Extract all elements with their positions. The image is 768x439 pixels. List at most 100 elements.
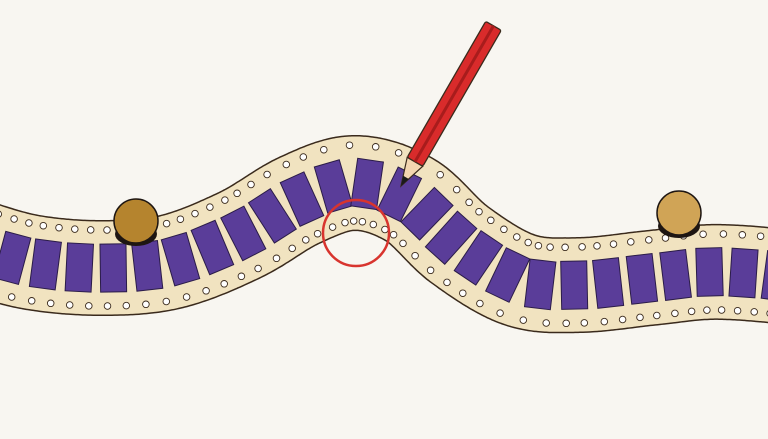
track-hole: [618, 315, 627, 324]
track-hole: [394, 149, 403, 157]
track-sleeper: [728, 247, 759, 299]
track-sleeper: [625, 253, 659, 305]
track-hole: [703, 306, 711, 314]
track-hole: [25, 219, 33, 227]
track-hole: [358, 217, 367, 226]
left-peg[interactable]: [113, 198, 159, 246]
track-hole: [221, 196, 229, 204]
track-hole: [600, 317, 609, 326]
track-hole: [609, 240, 618, 248]
track-sleeper: [190, 219, 235, 276]
track-hole: [176, 215, 185, 223]
track-hole: [546, 243, 554, 251]
track-hole: [500, 225, 508, 234]
track-hole: [519, 316, 528, 324]
track-hole: [719, 230, 728, 238]
track-hole: [513, 233, 521, 241]
track-hole: [55, 223, 63, 232]
track-hole: [39, 221, 48, 230]
track-hole: [369, 220, 378, 229]
track-sleeper: [99, 243, 128, 293]
track-hole: [465, 198, 473, 207]
track-hole: [436, 170, 444, 179]
peg-head: [113, 198, 159, 244]
track-sleeper: [591, 257, 625, 309]
track-hole: [142, 300, 150, 309]
track-sleeper: [560, 260, 589, 310]
track-hole: [671, 309, 679, 318]
track-hole: [282, 160, 291, 169]
wavy-track: [0, 135, 768, 334]
track-hole: [452, 185, 461, 194]
track-hole: [381, 225, 389, 234]
track-hole: [182, 293, 191, 301]
track-hole: [328, 223, 337, 231]
track-hole: [7, 293, 16, 301]
track-hole: [320, 145, 328, 154]
track-sleeper: [760, 250, 768, 303]
track-sleeper: [247, 187, 297, 244]
track-sleeper: [453, 230, 504, 286]
track-sleeper: [220, 205, 267, 262]
track-hole: [345, 141, 354, 149]
track-sleeper: [279, 171, 325, 227]
peg-head: [656, 190, 702, 236]
track-hole: [86, 226, 95, 234]
track-hole: [10, 215, 18, 223]
track-hole: [341, 218, 349, 227]
track-hole: [122, 301, 131, 310]
track-hole: [645, 236, 653, 244]
track-hole: [313, 229, 322, 238]
track-hole: [349, 217, 358, 225]
track-hole: [272, 254, 281, 263]
track-hole: [443, 278, 451, 287]
track-hole: [487, 216, 495, 225]
track-sleepers: [0, 157, 768, 311]
track-sleeper: [350, 157, 384, 211]
pegs: [113, 190, 702, 246]
track-hole: [593, 242, 601, 250]
track-hole: [459, 289, 467, 297]
track-hole: [578, 243, 586, 251]
track-hole: [561, 243, 569, 252]
track-hole: [580, 319, 589, 327]
pencil-icon[interactable]: [393, 21, 502, 190]
track-hole: [0, 210, 3, 218]
track-hole: [475, 207, 483, 216]
track-sleeper: [131, 240, 164, 292]
track-hole: [426, 266, 435, 275]
track-hole: [399, 239, 407, 248]
track-hole: [85, 302, 93, 310]
track-hole: [162, 297, 171, 306]
target-circle[interactable]: [321, 198, 391, 268]
track-hole: [299, 153, 308, 161]
track-hole: [653, 311, 661, 320]
track-hole: [27, 297, 36, 305]
track-sleeper: [64, 242, 95, 293]
track-hole: [524, 238, 532, 247]
track-hole: [476, 299, 484, 308]
track-hole: [237, 272, 246, 281]
track-hole: [389, 230, 398, 239]
track-sleeper: [695, 247, 724, 297]
pencil-body-stripe: [413, 25, 495, 163]
right-peg[interactable]: [656, 190, 702, 238]
track-hole: [263, 170, 271, 179]
track-hole: [496, 309, 504, 317]
track-hole: [738, 231, 747, 239]
track-sleeper: [484, 247, 531, 303]
track-hole: [687, 307, 696, 316]
track-hole: [162, 219, 171, 228]
track-hole: [233, 189, 241, 198]
track-hole: [46, 299, 55, 308]
track-hole: [103, 302, 112, 310]
pencil-lead: [401, 175, 409, 186]
track-hole: [302, 236, 310, 244]
track-hole: [756, 232, 765, 240]
track-hole: [534, 241, 543, 250]
track-hole: [411, 251, 419, 260]
track-sleeper: [424, 210, 478, 265]
track-hole: [103, 226, 111, 234]
track-sleeper: [0, 230, 32, 286]
